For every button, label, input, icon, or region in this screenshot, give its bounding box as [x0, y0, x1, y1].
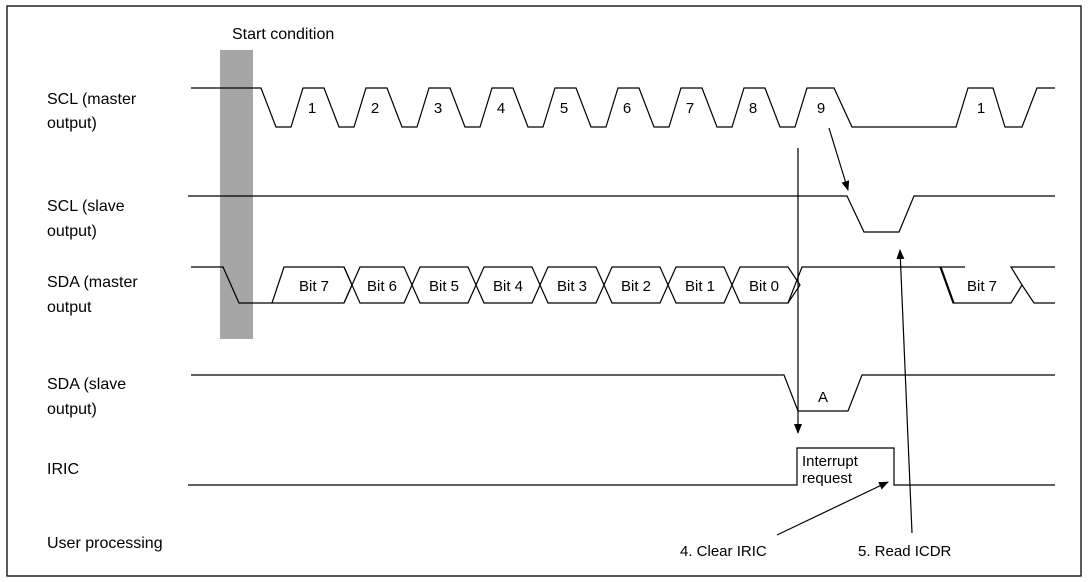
read-icdr-label: 5. Read ICDR — [858, 543, 952, 560]
data-bit-label: Bit 7 — [967, 278, 997, 295]
data-bit-label: Bit 7 — [299, 278, 329, 295]
sda-master-release — [787, 266, 1055, 304]
iric-waveform — [188, 447, 1055, 486]
clock-number: 6 — [623, 100, 631, 117]
ack-label: A — [818, 389, 828, 406]
data-bit-label: Bit 4 — [493, 278, 523, 295]
diagram-frame — [6, 5, 1082, 577]
data-bit-label: Bit 5 — [429, 278, 459, 295]
sda-master-waveform — [191, 266, 272, 304]
data-bit-label: Bit 3 — [557, 278, 587, 295]
clock-number: 1 — [308, 100, 316, 117]
clock-number: 7 — [686, 100, 694, 117]
iric-label: IRIC — [47, 461, 79, 478]
clock-number: 2 — [371, 100, 379, 117]
sda-master-next-low — [940, 266, 955, 304]
user-processing-label: User processing — [47, 535, 163, 552]
scl-slave-waveform — [188, 195, 1055, 233]
clock-number: 3 — [434, 100, 442, 117]
scl-master-waveform — [191, 87, 1055, 128]
start-condition-label: Start condition — [232, 26, 334, 43]
sda-slave-label-line2: output) — [47, 401, 97, 418]
sda-master-next-upper — [1021, 284, 1055, 304]
ninth-clock-to-scl-hold-arrow — [828, 127, 850, 191]
sda-slave-waveform — [191, 374, 1055, 412]
data-bit-label: Bit 6 — [367, 278, 397, 295]
data-bit-label: Bit 2 — [621, 278, 651, 295]
interrupt-request-label-line2: request — [802, 470, 853, 487]
clock-number: 8 — [749, 100, 757, 117]
clock-number: 9 — [817, 100, 825, 117]
clear-iric-arrow — [776, 481, 889, 536]
scl-slave-label-line2: output) — [47, 223, 97, 240]
read-icdr-arrow — [896, 249, 913, 534]
scl-slave-label-line1: SCL (slave — [47, 198, 125, 215]
sda-master-label-line2: output — [47, 299, 92, 316]
interrupt-request-label-line1: Interrupt — [802, 453, 859, 470]
clock-number: 1 — [977, 100, 985, 117]
clock-number: 4 — [497, 100, 505, 117]
sda-master-label-line1: SDA (master — [47, 274, 138, 291]
start-condition-bar — [220, 50, 253, 339]
sda-slave-label-line1: SDA (slave — [47, 376, 126, 393]
sda-master-bit-cells — [271, 266, 801, 304]
scl-master-label-line1: SCL (master — [47, 91, 137, 108]
scl-master-label-line2: output) — [47, 115, 97, 132]
data-bit-label: Bit 1 — [685, 278, 715, 295]
clear-iric-label: 4. Clear IRIC — [680, 543, 767, 560]
clock-number: 5 — [560, 100, 568, 117]
bit-cell — [731, 266, 801, 304]
data-bit-label: Bit 0 — [749, 278, 779, 295]
